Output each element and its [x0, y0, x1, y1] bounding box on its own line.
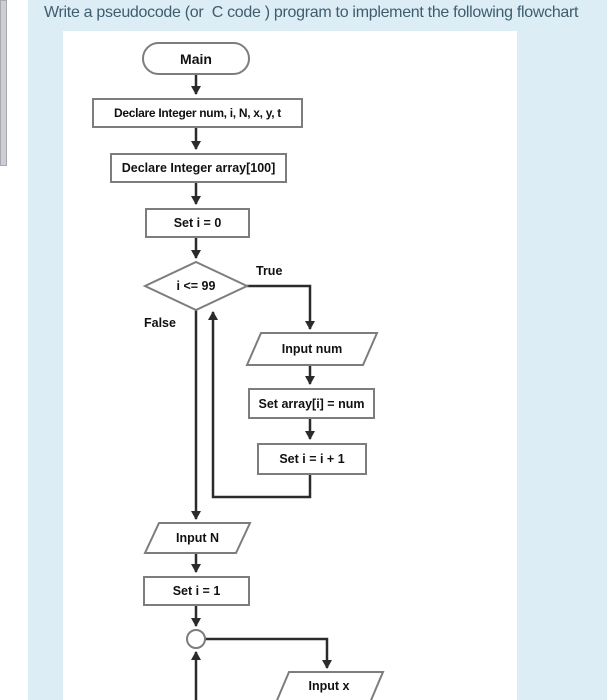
node-declare-array-label: Declare Integer array[100]	[121, 161, 276, 175]
flowchart-node-increment-i: Set i = i + 1	[257, 443, 367, 475]
true-branch-label: True	[256, 264, 283, 278]
flowchart-node-set-array-element: Set array[i] = num	[248, 388, 375, 419]
flowchart-connectors-and-shapes	[142, 75, 385, 700]
arrow-loop-back	[208, 311, 312, 499]
question-card: Write a pseudocode (or C code ) program …	[28, 0, 607, 700]
input-num-parallelogram-shape	[245, 332, 379, 366]
scrollbar-thumb[interactable]	[0, 0, 7, 166]
node-set-i-one-label: Set i = 1	[172, 584, 221, 598]
flowchart-node-declare-array: Declare Integer array[100]	[110, 153, 287, 183]
input-n-parallelogram-shape	[143, 522, 252, 554]
node-increment-i-label: Set i = i + 1	[279, 452, 345, 466]
arrow-connector-to-input-x	[205, 637, 332, 669]
flowchart-node-set-i-one: Set i = 1	[143, 576, 250, 606]
flowchart-image: Main Declare Integer num, i, N, x, y, t …	[63, 31, 517, 700]
input-x-parallelogram-shape	[276, 671, 385, 700]
node-declare-vars-label: Declare Integer num, i, N, x, y, t	[114, 106, 281, 120]
false-branch-label: False	[144, 316, 176, 330]
arrow-true-branch	[247, 284, 315, 330]
flowchart-node-declare-vars: Declare Integer num, i, N, x, y, t	[92, 98, 303, 128]
flowchart-node-main: Main	[142, 42, 250, 75]
flowchart-node-set-i-zero: Set i = 0	[145, 208, 250, 238]
connector-circle-shape	[186, 629, 206, 649]
decision-diamond-shape	[142, 260, 250, 312]
node-set-array-element-label: Set array[i] = num	[258, 396, 365, 411]
node-main-label: Main	[180, 50, 212, 67]
node-set-i-zero-label: Set i = 0	[173, 216, 222, 230]
connector-arrows	[191, 75, 332, 700]
question-text: Write a pseudocode (or C code ) program …	[44, 4, 579, 21]
